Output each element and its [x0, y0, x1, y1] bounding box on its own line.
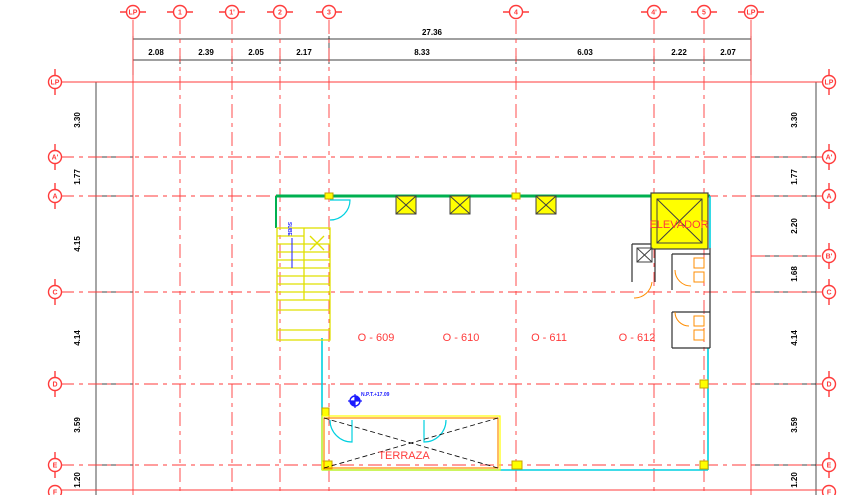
side-dimension-lines	[92, 81, 820, 495]
axis-label-top-1-prime: 1'	[229, 10, 235, 17]
axis-label-left-d: D	[52, 382, 57, 389]
axis-label-left-a-prime: A'	[52, 155, 59, 162]
dim-left-1: 3.30	[73, 112, 82, 128]
level-label: N.P.T.+17.09	[361, 392, 390, 398]
dim-right-2: 1.77	[790, 169, 799, 185]
dim-top-6: 6.03	[577, 48, 593, 57]
axis-label-right-d: D	[826, 382, 831, 389]
axis-label-right-b-prime: B'	[826, 254, 833, 261]
mechanical-shafts	[395, 195, 557, 215]
dim-top-4: 2.17	[296, 48, 312, 57]
dim-top-1: 2.08	[148, 48, 164, 57]
top-axis-bubbles	[120, 4, 764, 20]
axis-label-left-c: C	[52, 290, 57, 297]
stair	[276, 227, 331, 341]
axis-label-left-f: F	[53, 490, 58, 495]
dim-top-3: 2.05	[248, 48, 264, 57]
dim-left-5: 3.59	[73, 417, 82, 433]
axis-label-right-c: C	[826, 290, 831, 297]
stair-label: SUBE	[286, 222, 292, 237]
room-label-o611: O - 611	[531, 332, 567, 344]
dim-left-3: 4.15	[73, 236, 82, 252]
dim-right-3: 2.20	[790, 218, 799, 234]
dim-top-8: 2.07	[720, 48, 736, 57]
small-shaft	[636, 247, 653, 263]
terrace-label: TERRAZA	[378, 450, 430, 462]
axis-label-right-a: A	[826, 194, 831, 201]
dim-left-6: 1.20	[73, 472, 82, 488]
room-label-o612: O - 612	[619, 332, 656, 344]
axis-label-left-e: E	[53, 463, 58, 470]
dim-right-7: 1.20	[790, 472, 799, 488]
elevator-label: ELEVADOR	[649, 219, 708, 231]
dim-top-2: 2.39	[198, 48, 214, 57]
level-marker-icon	[348, 394, 362, 408]
dim-left-2: 1.77	[73, 169, 82, 185]
service-doors	[633, 257, 705, 341]
axis-label-left-lp: LP	[51, 80, 60, 87]
room-label-o610: O - 610	[443, 332, 480, 344]
dim-right-6: 3.59	[790, 417, 799, 433]
axis-label-top-4-prime: 4'	[651, 10, 657, 17]
axis-label-top-5: 5	[702, 10, 706, 17]
dim-left-4: 4.14	[73, 330, 82, 346]
axis-label-top-lp-right: LP	[747, 10, 756, 17]
left-axis-bubbles	[47, 69, 63, 495]
axis-label-top-4: 4	[514, 10, 518, 17]
top-dimensions	[132, 36, 752, 75]
axis-label-right-f: F	[827, 490, 832, 495]
dim-right-1: 3.30	[790, 112, 799, 128]
axis-label-top-3: 3	[327, 10, 331, 17]
axis-label-right-e: E	[827, 463, 832, 470]
dim-top-7: 2.22	[671, 48, 687, 57]
dim-right-5: 4.14	[790, 330, 799, 346]
structural-columns	[321, 192, 709, 470]
terrace	[321, 415, 501, 471]
axis-label-top-2: 2	[278, 10, 282, 17]
axis-label-right-lp: LP	[825, 80, 834, 87]
axis-label-top-1: 1	[178, 10, 182, 17]
total-dimension: 27.36	[422, 28, 443, 37]
right-axis-bubbles	[821, 69, 837, 495]
elevator-core	[650, 192, 709, 250]
axis-label-right-a-prime: A'	[826, 155, 833, 162]
axis-label-left-a: A	[52, 194, 57, 201]
axis-label-top-lp-left: LP	[129, 10, 138, 17]
doors	[329, 199, 447, 443]
room-label-o609: O - 609	[358, 332, 395, 344]
dim-top-5: 8.33	[414, 48, 430, 57]
dim-right-4: 1.68	[790, 266, 799, 282]
